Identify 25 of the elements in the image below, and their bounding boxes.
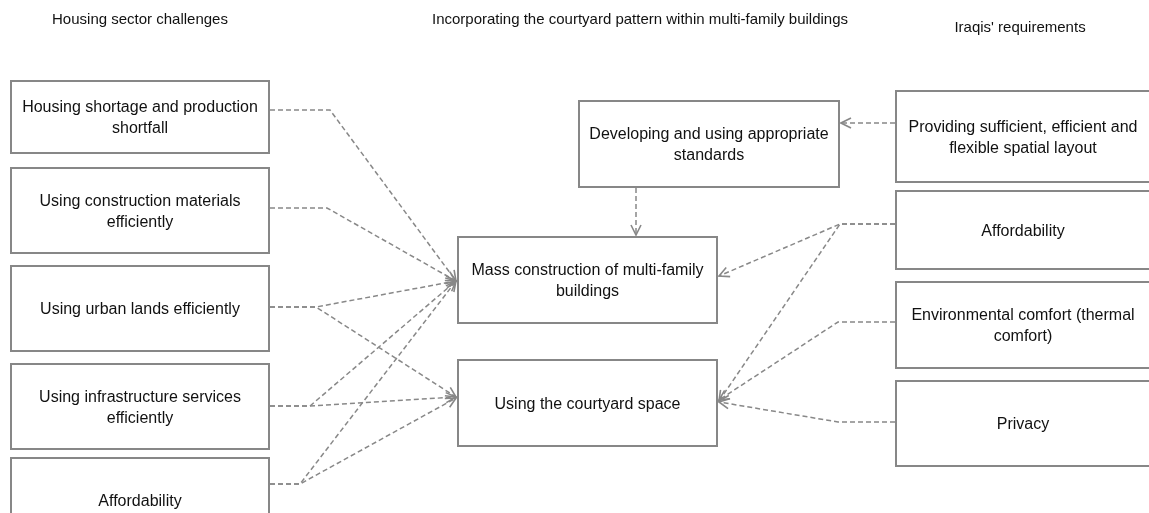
column-heading: Housing sector challenges (51, 10, 229, 28)
dashed-arrow (269, 207, 457, 282)
text-box: Using urban lands efficiently (10, 265, 270, 352)
dashed-arrow (718, 397, 896, 423)
column-heading: Incorporating the courtyard pattern within multi-family buildings (431, 10, 849, 28)
dashed-arrow (269, 109, 457, 282)
dashed-arrow (718, 321, 896, 401)
dashed-arrow (718, 223, 896, 402)
column-heading: Iraqis' requirements (953, 18, 1087, 36)
dashed-arrow (269, 397, 457, 485)
text-box: Affordability (10, 457, 270, 513)
dashed-arrow (269, 391, 457, 407)
text-box: Providing sufficient, efficient and flexible spatial layout (895, 90, 1149, 183)
text-box: Developing and using appropriate standards (578, 100, 840, 188)
text-box: Environmental comfort (thermal comfort) (895, 281, 1149, 369)
dashed-arrow (840, 117, 896, 129)
text-box: Housing shortage and production shortfall (10, 80, 270, 154)
text-box: Mass construction of multi-family buildings (457, 236, 718, 324)
text-box: Using the courtyard space (457, 359, 718, 447)
text-box: Using construction materials efficiently (10, 167, 270, 254)
text-box: Affordability (895, 190, 1149, 270)
text-box: Using infrastructure services efficiently (10, 363, 270, 450)
text-box: Privacy (895, 380, 1149, 467)
dashed-arrow (630, 187, 642, 236)
dashed-arrow (269, 306, 457, 398)
